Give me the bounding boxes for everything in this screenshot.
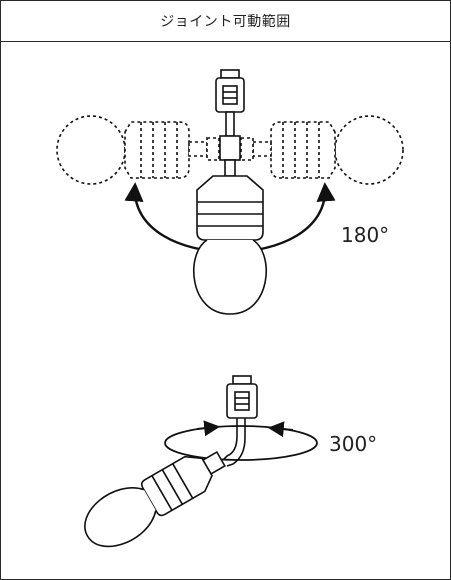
rotation-arrow-right [267,421,294,438]
rotation-ellipse [164,425,318,461]
left-ghost-lamp [56,115,220,185]
rotation-arrow-left [196,420,221,437]
tilted-lamp [84,450,226,548]
tilt-illustration [56,69,404,315]
rotation-illustration [84,375,318,548]
right-ghost-lamp [240,115,404,185]
top-plug [215,69,245,137]
bottom-plug [226,375,258,419]
diagram-title: ジョイント可動範囲 [1,1,450,42]
joint-range-diagram: 180° [56,69,404,548]
rotation-angle-label: 300° [329,432,377,456]
center-lamp [193,159,267,315]
center-joint [219,135,241,161]
tilt-angle-label: 180° [341,223,389,247]
